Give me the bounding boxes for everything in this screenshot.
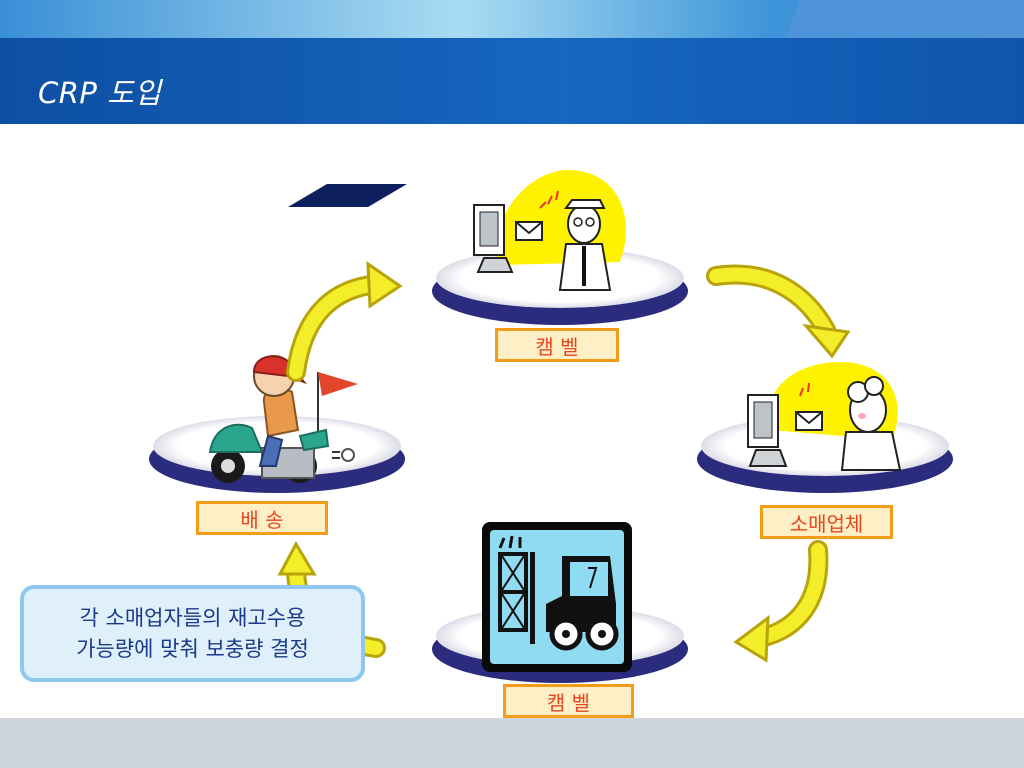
- footer-bar: [0, 718, 1024, 768]
- retailer-office-icon: [747, 362, 902, 471]
- delivery-scooter-icon: [208, 355, 358, 483]
- label-campbell-bottom: 캠 벨: [503, 684, 634, 718]
- label-retailer: 소매업체: [760, 505, 893, 539]
- label-delivery: 배 송: [196, 501, 328, 535]
- forklift-warehouse-icon: [482, 522, 632, 672]
- campbell-office-icon: [473, 170, 626, 291]
- header-gradient-strip: [0, 0, 1024, 40]
- callout-note: 각 소매업자들의 재고수용 가능량에 맞춰 보충량 결정: [20, 585, 365, 682]
- arrow-right-to-bottom: [733, 540, 829, 663]
- label-campbell-top: 캠 벨: [495, 328, 619, 362]
- slide-title: CRP 도입: [38, 76, 162, 110]
- navy-parallelogram: [288, 184, 407, 207]
- title-bar: [0, 38, 1024, 124]
- arrow-top-to-right: [706, 264, 851, 359]
- callout-line-2: 가능량에 맞춰 보충량 결정: [76, 636, 309, 661]
- arrow-left-to-top: [286, 261, 403, 382]
- callout-line-1: 각 소매업자들의 재고수용: [79, 605, 306, 630]
